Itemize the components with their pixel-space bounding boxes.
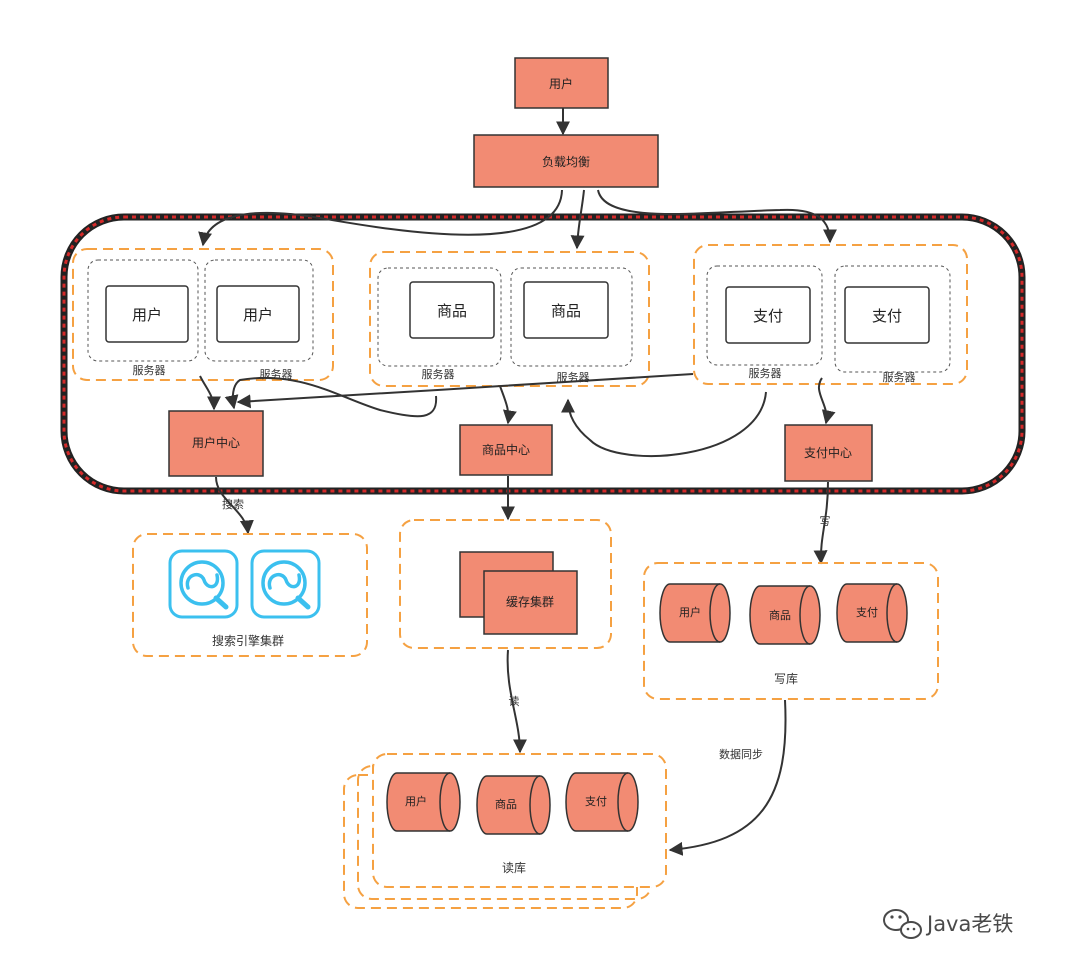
pay-server-1-caption: 服务器 [749, 367, 782, 380]
read-db-user-cylinder: 用户 [386, 772, 461, 832]
goods-server-1-label: 商品 [437, 302, 467, 320]
write-db-pay-label: 支付 [856, 606, 878, 619]
edge-lb-to-user-servers [198, 189, 563, 247]
read-db-label: 读库 [502, 860, 526, 875]
pay-center-node: 支付中心 [784, 424, 873, 482]
edge-goods-servers-to-goods-center [499, 385, 517, 425]
edge-pay-servers-to-goods-center [561, 391, 767, 457]
edge-write [813, 481, 829, 565]
write-db-goods-label: 商品 [769, 608, 791, 622]
user-node: 用户 [514, 57, 609, 109]
watermark: Java老铁 [883, 909, 1013, 939]
pay-server-2-caption: 服务器 [883, 371, 916, 384]
load-balancer-node: 负载均衡 [473, 134, 659, 188]
service-cluster-frame [60, 213, 1026, 495]
search-engine-icon [250, 549, 321, 619]
user-server-1-label: 用户 [132, 306, 162, 324]
edge-data-sync [668, 699, 787, 856]
load-balancer-label: 负载均衡 [542, 155, 590, 169]
pay-center-label: 支付中心 [804, 445, 852, 460]
write-db-label: 写库 [774, 671, 798, 686]
edge-search [215, 476, 254, 535]
edge-pay-servers-to-user-center [236, 373, 694, 409]
edge-lb-to-pay-servers [597, 189, 837, 244]
goods-server-2-label: 商品 [551, 302, 581, 320]
write-db-goods-cylinder: 商品 [749, 585, 821, 645]
goods-center-node: 商品中心 [459, 424, 553, 476]
edge-user-servers-to-user-center [199, 375, 221, 411]
edge-read-label: 读 [509, 694, 520, 708]
pay-server-group: 支付 支付 服务器 服务器 [693, 244, 968, 385]
pay-server-1-label: 支付 [753, 307, 783, 325]
user-center-label: 用户中心 [192, 435, 240, 450]
read-db-goods-cylinder: 商品 [476, 775, 551, 835]
watermark-text: Java老铁 [925, 912, 1013, 936]
read-db-goods-label: 商品 [495, 797, 517, 811]
wechat-icon [883, 909, 922, 939]
edge-pay-servers-to-pay-center [817, 377, 836, 425]
write-db-group: 用户 商品 支付 写库 [643, 562, 939, 700]
write-db-user-label: 用户 [679, 605, 701, 619]
user-node-label: 用户 [549, 76, 573, 91]
cache-cluster-label: 缓存集群 [506, 594, 554, 609]
search-engine-cluster-label: 搜索引擎集群 [212, 633, 284, 648]
edge-goods-servers-to-user-center [224, 376, 438, 418]
read-db-user-label: 用户 [405, 794, 427, 808]
user-server-group: 用户 用户 服务器 服务器 [72, 248, 334, 381]
goods-server-group: 商品 商品 服务器 服务器 [369, 251, 650, 387]
edge-lb-to-goods-servers [570, 189, 585, 250]
goods-server-1-caption: 服务器 [422, 368, 455, 381]
user-server-1-caption: 服务器 [133, 364, 166, 377]
read-db-group: 用户 商品 支付 读库 [343, 753, 667, 909]
edge-search-label: 搜索 [222, 497, 244, 511]
write-db-user-cylinder: 用户 [659, 583, 731, 643]
cache-cluster: 缓存集群 [399, 519, 612, 649]
pay-server-2-label: 支付 [872, 307, 902, 325]
goods-center-label: 商品中心 [482, 442, 530, 457]
read-db-pay-cylinder: 支付 [565, 772, 639, 832]
edge-read [506, 649, 527, 754]
search-engine-cluster: 搜索引擎集群 [132, 533, 368, 657]
search-engine-icon [168, 549, 239, 619]
read-db-pay-label: 支付 [585, 795, 607, 808]
write-db-pay-cylinder: 支付 [836, 583, 908, 643]
edge-data-sync-label: 数据同步 [719, 747, 763, 761]
edge-write-label: 写 [820, 515, 831, 528]
user-center-node: 用户中心 [168, 410, 264, 477]
user-server-2-label: 用户 [243, 306, 273, 324]
